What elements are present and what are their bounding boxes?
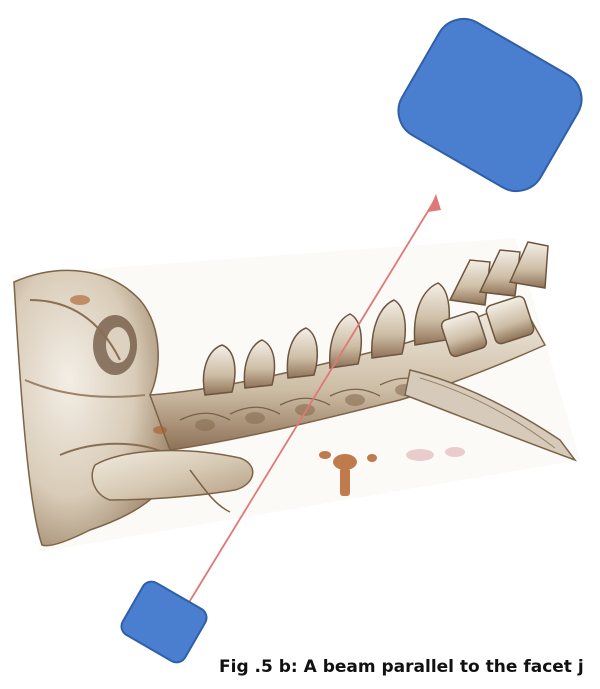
detector-top (388, 9, 592, 202)
ct-spine-image (12, 238, 580, 552)
figure-caption: Fig .5 b: A beam parallel to the facet j (219, 657, 600, 677)
